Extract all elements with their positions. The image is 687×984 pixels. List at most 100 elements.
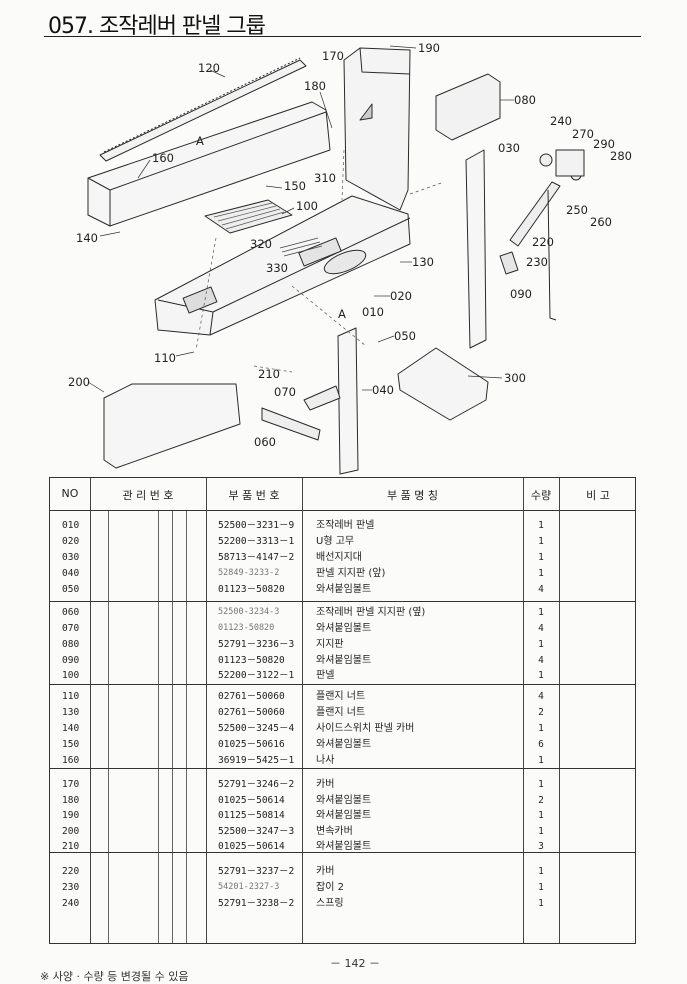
row-qty: 1 — [538, 568, 544, 579]
row-no: 090 — [62, 655, 80, 666]
col-line — [523, 478, 524, 943]
row-no: 190 — [62, 810, 80, 821]
callout-070: 070 — [274, 385, 296, 399]
callout-280: 280 — [610, 149, 632, 163]
group-separator — [50, 601, 635, 602]
row-no: 050 — [62, 584, 80, 595]
row-part-name: 판넬 — [316, 670, 335, 681]
row-no: 230 — [62, 882, 80, 893]
row-no: 070 — [62, 623, 80, 634]
row-part-name: 판넬 지지판 (앞) — [316, 568, 386, 579]
row-qty: 4 — [538, 691, 544, 702]
row-qty: 1 — [538, 882, 544, 893]
callout-140: 140 — [76, 231, 98, 245]
row-part-name: 조작레버 판넬 지지판 (옆) — [316, 607, 426, 618]
row-part-number: 01025－50614 — [218, 795, 285, 806]
row-part-name: 와셔붙임볼트 — [316, 584, 372, 595]
row-part-number: 02761－50060 — [218, 707, 285, 718]
col-line — [206, 478, 207, 943]
callout-020: 020 — [390, 289, 412, 303]
post — [465, 149, 487, 349]
row-part-name: 배선지지대 — [316, 552, 362, 563]
row-part-number: 52791－3237－2 — [218, 866, 295, 877]
row-qty: 3 — [538, 841, 544, 852]
row-no: 100 — [62, 670, 80, 681]
part-050-plate — [397, 347, 489, 421]
col-line — [559, 478, 560, 943]
callout-100: 100 — [296, 199, 318, 213]
row-part-name: 와셔붙임볼트 — [316, 623, 372, 634]
callout-290: 290 — [593, 137, 615, 151]
row-no: 080 — [62, 639, 80, 650]
callout-330: 330 — [266, 261, 288, 275]
row-qty: 1 — [538, 607, 544, 618]
callout-320: 320 — [250, 237, 272, 251]
row-part-name: 와셔붙임볼트 — [316, 810, 372, 821]
col-line — [90, 478, 91, 943]
row-qty: 4 — [538, 623, 544, 634]
row-part-number: 52200－3313－1 — [218, 536, 295, 547]
row-qty: 1 — [538, 723, 544, 734]
callout-090: 090 — [510, 287, 532, 301]
callout-130: 130 — [412, 255, 434, 269]
callout-200: 200 — [68, 375, 90, 389]
row-part-number: 54201-2327-3 — [218, 882, 280, 892]
callout-060: 060 — [254, 435, 276, 449]
row-qty: 2 — [538, 707, 544, 718]
part-080-bracket — [435, 73, 501, 141]
header-part-name: 부 품 명 칭 — [387, 489, 438, 502]
row-part-name: 나사 — [316, 755, 335, 766]
part-120-bar — [99, 59, 307, 162]
row-qty: 1 — [538, 536, 544, 547]
row-part-name: 와셔붙임볼트 — [316, 655, 372, 666]
part-220-lever — [509, 181, 561, 247]
parts-diagram: 120 170 190 180 080 160 A 310 150 030 24… — [68, 41, 632, 475]
row-part-number: 01125－50814 — [218, 810, 285, 821]
row-qty: 6 — [538, 739, 544, 750]
row-no: 210 — [62, 841, 80, 852]
callout-a1: A — [196, 134, 204, 148]
part-060-bar — [261, 407, 321, 441]
row-part-name: 와셔붙임볼트 — [316, 841, 372, 852]
row-part-name: 사이드스위치 판넬 카버 — [316, 723, 415, 734]
row-qty: 2 — [538, 795, 544, 806]
row-qty: 1 — [538, 755, 544, 766]
col-line — [172, 511, 173, 943]
callout-250: 250 — [566, 203, 588, 217]
row-no: 160 — [62, 755, 80, 766]
callout-230: 230 — [526, 255, 548, 269]
callout-270: 270 — [572, 127, 594, 141]
row-part-name: U형 고무 — [316, 536, 355, 547]
callout-a2: A — [338, 307, 346, 321]
row-no: 140 — [62, 723, 80, 734]
row-qty: 1 — [538, 670, 544, 681]
row-part-name: 플랜지 너트 — [316, 707, 366, 718]
row-qty: 1 — [538, 779, 544, 790]
row-qty: 1 — [538, 866, 544, 877]
row-part-number: 01123－50820 — [218, 655, 285, 666]
row-no: 020 — [62, 536, 80, 547]
row-part-name: 와셔붙임볼트 — [316, 795, 372, 806]
row-part-number: 52849-3233-2 — [218, 568, 280, 578]
callout-300: 300 — [504, 371, 526, 385]
row-qty: 1 — [538, 639, 544, 650]
row-part-number: 52200－3122－1 — [218, 670, 295, 681]
row-qty: 1 — [538, 826, 544, 837]
row-no: 040 — [62, 568, 80, 579]
row-qty: 4 — [538, 655, 544, 666]
callout-120: 120 — [198, 61, 220, 75]
row-part-name: 잡이 2 — [316, 882, 344, 893]
callout-080: 080 — [514, 93, 536, 107]
part-040-support — [337, 327, 359, 475]
row-no: 060 — [62, 607, 80, 618]
part-100-panel — [204, 199, 293, 234]
parts-table: NO 관 리 번 호 부 품 번 호 부 품 명 칭 수량 비 고 010 52… — [49, 477, 636, 944]
group-separator — [50, 768, 635, 769]
row-qty: 1 — [538, 810, 544, 821]
row-no: 170 — [62, 779, 80, 790]
callout-260: 260 — [590, 215, 612, 229]
row-qty: 1 — [538, 520, 544, 531]
row-part-number: 58713－4147－2 — [218, 552, 295, 563]
callout-210: 210 — [258, 367, 280, 381]
row-part-name: 카버 — [316, 866, 335, 877]
